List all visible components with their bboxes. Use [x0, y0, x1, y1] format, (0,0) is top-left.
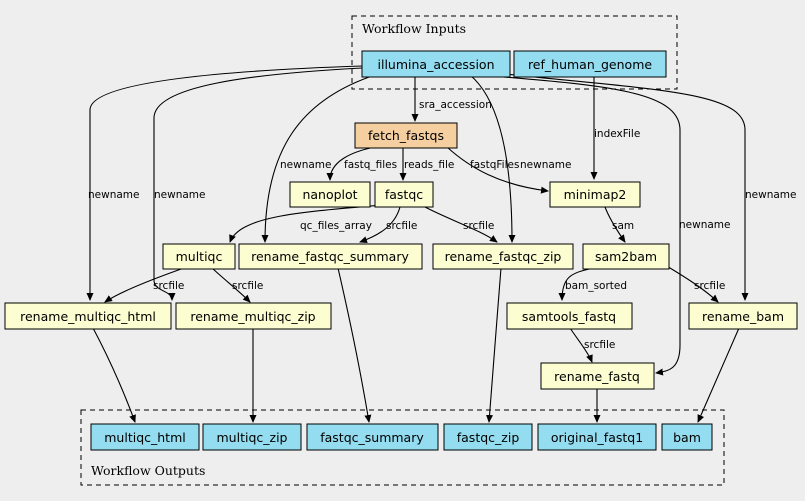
edge-ref-minimap2: indexFile	[590, 75, 640, 180]
svg-text:rename_fastqc_zip: rename_fastqc_zip	[445, 249, 562, 264]
edge-fastqc-multiqc: qc_files_array	[229, 204, 384, 243]
edge-fetch-fastqc: reads_file	[399, 147, 454, 181]
edge-rename-fastqc-summary-output	[337, 267, 372, 423]
edge-illumina-fetch: sra_accession	[411, 75, 492, 122]
edge-sam2bam-samtools-fastq: bam_sorted	[558, 267, 627, 301]
edge-illumina-rename-fastqc-zip: newname	[469, 74, 571, 243]
svg-text:bam: bam	[673, 430, 701, 445]
edge-label-reads-file: reads_file	[404, 159, 454, 171]
svg-text:minimap2: minimap2	[564, 187, 627, 202]
svg-text:ref_human_genome: ref_human_genome	[528, 57, 652, 72]
svg-text:multiqc_html: multiqc_html	[104, 430, 185, 445]
edge-fastqc-rename-fastqc-zip: srcfile	[424, 206, 498, 243]
svg-text:nanoplot: nanoplot	[302, 187, 357, 202]
svg-text:fetch_fastqs: fetch_fastqs	[368, 128, 444, 143]
workflow-inputs-label: Workflow Inputs	[362, 21, 466, 36]
edge-illumina-rename-fastqc-summary: newname	[261, 74, 376, 243]
edge-fetch-minimap2: fastqFiles	[446, 146, 549, 194]
edge-illumina-rename-fastq: newname	[479, 74, 730, 376]
node-rename-bam[interactable]: rename_bam	[688, 302, 798, 330]
node-fastqc-zip[interactable]: fastqc_zip	[443, 423, 533, 451]
node-fastqc-summary[interactable]: fastqc_summary	[306, 423, 439, 451]
edge-label-sra-accession: sra_accession	[419, 99, 492, 111]
node-multiqc[interactable]: multiqc	[162, 243, 236, 270]
node-minimap2[interactable]: minimap2	[549, 181, 641, 208]
node-bam[interactable]: bam	[661, 423, 713, 451]
svg-text:samtools_fastq: samtools_fastq	[522, 309, 616, 324]
edge-label-fastq-files: fastq_files	[344, 159, 397, 171]
edge-label-indexfile: indexFile	[594, 128, 640, 140]
edge-samtools-fastq-rename-fastq: srcfile	[569, 327, 615, 363]
edge-rename-fastqc-zip-output	[486, 267, 502, 423]
node-fetch-fastqs[interactable]: fetch_fastqs	[354, 122, 458, 149]
edge-multiqc-rename-multiqc-html: srcfile	[104, 267, 184, 303]
edge-minimap2-sam2bam: sam	[604, 206, 634, 243]
svg-text:fastqc_summary: fastqc_summary	[320, 430, 424, 445]
node-fastqc[interactable]: fastqc	[374, 181, 434, 208]
node-original-fastq1[interactable]: original_fastq1	[537, 423, 657, 451]
svg-text:fastqc_zip: fastqc_zip	[457, 430, 520, 445]
edge-label-bam-sorted: bam_sorted	[565, 280, 627, 292]
edge-fetch-nanoplot: fastq_files	[326, 146, 397, 181]
node-rename-fastq[interactable]: rename_fastq	[540, 362, 655, 390]
svg-text:multiqc: multiqc	[176, 249, 223, 264]
svg-text:original_fastq1: original_fastq1	[551, 430, 643, 445]
edge-label-srcfile-6: srcfile	[584, 339, 615, 351]
svg-text:sam2bam: sam2bam	[595, 249, 657, 264]
edge-label-newname-6: newname	[745, 189, 796, 201]
edge-label-newname-4: newname	[520, 159, 571, 171]
edge-label-newname-2: newname	[154, 189, 205, 201]
edge-sam2bam-rename-bam: srcfile	[664, 264, 725, 303]
node-ref-human-genome[interactable]: ref_human_genome	[513, 50, 667, 78]
svg-text:rename_bam: rename_bam	[702, 309, 784, 324]
svg-text:rename_fastq: rename_fastq	[554, 369, 640, 384]
edge-rename-multiqc-html-output	[92, 327, 136, 423]
workflow-inputs-cluster: Workflow Inputs	[351, 15, 678, 90]
edge-label-srcfile-2: srcfile	[463, 220, 494, 232]
edge-rename-bam-output	[697, 327, 740, 423]
svg-text:multiqc_zip: multiqc_zip	[217, 430, 288, 445]
svg-text:fastqc: fastqc	[385, 187, 423, 202]
edge-illumina-rename-multiqc-html: newname	[86, 65, 363, 301]
node-multiqc-zip[interactable]: multiqc_zip	[202, 423, 302, 451]
edge-illumina-rename-bam: newname	[485, 71, 796, 301]
workflow-outputs-label: Workflow Outputs	[91, 463, 205, 478]
node-rename-multiqc-html[interactable]: rename_multiqc_html	[4, 302, 172, 330]
edge-label-newname-5: newname	[679, 219, 730, 231]
node-illumina-accession[interactable]: illumina_accession	[361, 50, 511, 78]
node-rename-fastqc-summary[interactable]: rename_fastqc_summary	[238, 243, 423, 270]
node-nanoplot[interactable]: nanoplot	[289, 181, 371, 208]
edge-label-fastqfiles: fastqFiles	[470, 159, 519, 171]
edge-label-newname-1: newname	[88, 189, 139, 201]
workflow-outputs-cluster: Workflow Outputs	[80, 409, 725, 486]
node-rename-multiqc-zip[interactable]: rename_multiqc_zip	[175, 302, 332, 330]
edge-label-newname-3: newname	[280, 159, 331, 171]
edge-multiqc-rename-multiqc-zip: srcfile	[211, 267, 263, 303]
svg-text:rename_multiqc_zip: rename_multiqc_zip	[190, 309, 315, 324]
edge-fastqc-rename-fastqc-summary: srcfile	[359, 206, 417, 243]
node-sam2bam[interactable]: sam2bam	[582, 243, 670, 270]
edge-label-srcfile-3: srcfile	[153, 280, 184, 292]
edge-illumina-rename-multiqc-zip: newname	[153, 67, 363, 301]
svg-text:illumina_accession: illumina_accession	[378, 57, 495, 72]
node-multiqc-html[interactable]: multiqc_html	[90, 423, 200, 451]
edge-label-sam: sam	[612, 220, 634, 232]
node-rename-fastqc-zip[interactable]: rename_fastqc_zip	[432, 243, 574, 270]
edge-label-qc-files-array: qc_files_array	[300, 220, 372, 232]
svg-text:rename_fastqc_summary: rename_fastqc_summary	[251, 249, 409, 264]
edge-label-srcfile-1: srcfile	[386, 220, 417, 232]
node-samtools-fastq[interactable]: samtools_fastq	[506, 302, 633, 330]
edge-label-srcfile-4: srcfile	[232, 280, 263, 292]
svg-text:rename_multiqc_html: rename_multiqc_html	[20, 309, 156, 324]
edge-label-srcfile-5: srcfile	[694, 280, 725, 292]
